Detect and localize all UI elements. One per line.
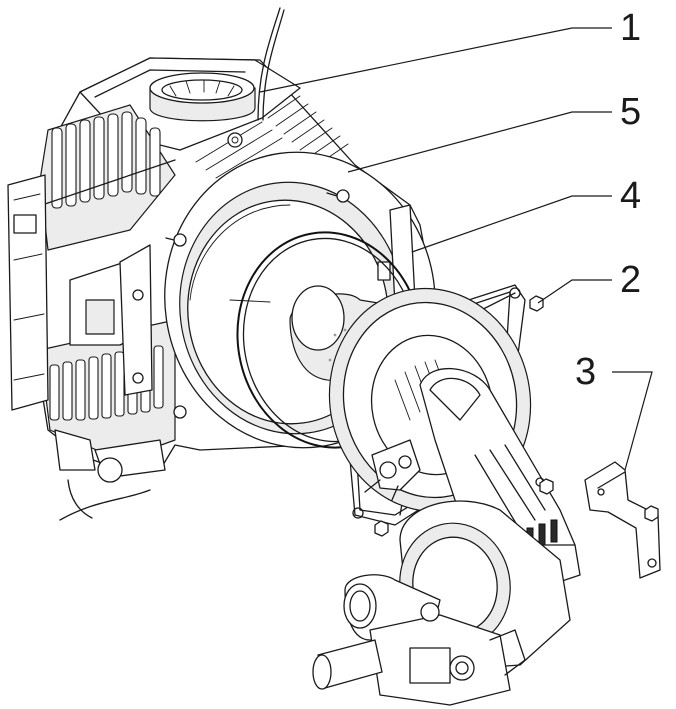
leader-3 — [612, 371, 653, 471]
condensate-outlet — [54, 429, 166, 521]
left-fins-upper — [39, 104, 176, 251]
burner-assembly — [289, 284, 581, 601]
callout-4: 4 — [620, 175, 641, 217]
callout-2: 2 — [620, 259, 641, 301]
leader-4 — [411, 195, 612, 253]
leader-1 — [259, 27, 612, 93]
leader-2 — [537, 279, 612, 304]
callout-3: 3 — [575, 351, 596, 393]
igniter-electrodes — [364, 439, 421, 501]
leader-5 — [347, 111, 612, 173]
fan-blower — [312, 500, 571, 706]
callout-5: 5 — [620, 91, 641, 133]
flue-collar — [149, 72, 256, 122]
callout-1: 1 — [620, 7, 641, 49]
bracket-part-3 — [584, 461, 661, 579]
mounting-nuts — [374, 295, 554, 537]
side-bracket — [7, 174, 153, 411]
leader-lines — [259, 27, 653, 471]
